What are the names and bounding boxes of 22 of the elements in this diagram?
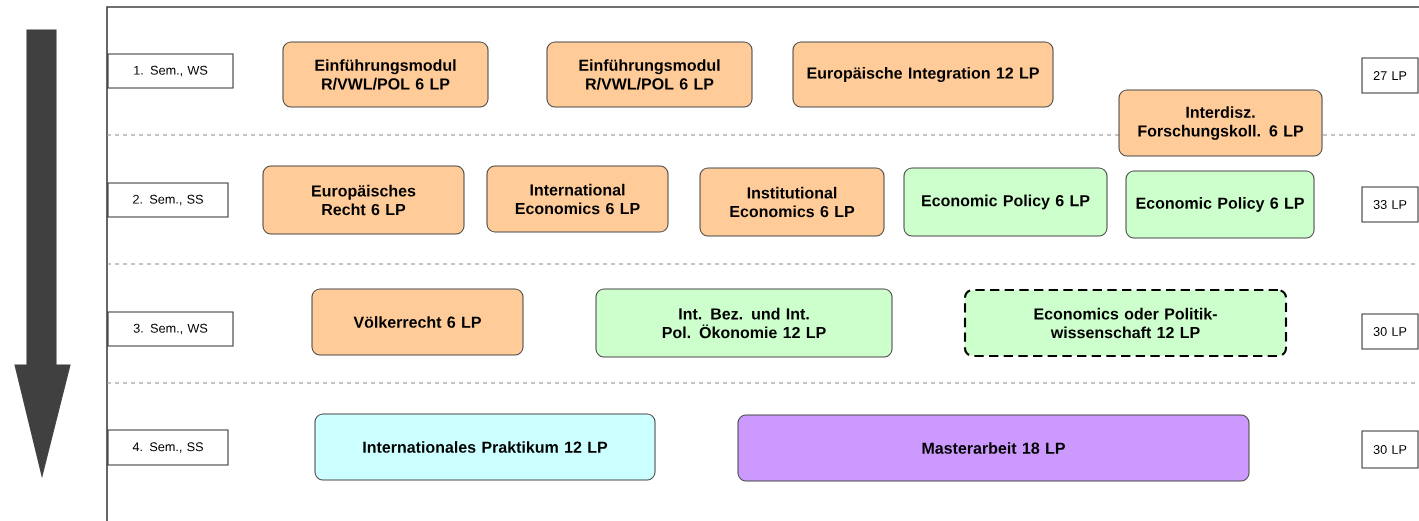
module-box: Einführungsmodul R/VWL/POL 6 LP <box>546 41 753 108</box>
credit-box: 30 LP <box>1361 313 1419 350</box>
module-box: Economics oder Politik-wissenschaft 12 LP <box>963 288 1288 358</box>
semester-label: 3. Sem., WS <box>107 311 234 347</box>
module-box: Masterarbeit 18 LP <box>737 414 1250 482</box>
module-box: Economic Policy 6 LP <box>903 167 1108 237</box>
semester-label: 1. Sem., WS <box>107 53 234 89</box>
module-box: Völkerrecht 6 LP <box>311 288 524 356</box>
module-box: Int. Bez. und Int. Pol. Ökonomie 12 LP <box>595 288 893 358</box>
module-box: Internationales Praktikum 12 LP <box>314 413 656 481</box>
semester-label: 2. Sem., SS <box>107 182 229 218</box>
semester-label: 4. Sem., SS <box>107 429 229 466</box>
module-box: International Economics 6 LP <box>486 165 669 233</box>
credit-box: 27 LP <box>1361 57 1419 94</box>
credit-box: 33 LP <box>1361 186 1419 223</box>
module-box: Institutional Economics 6 LP <box>699 167 885 237</box>
module-box: Europäische Integration 12 LP <box>792 41 1054 108</box>
module-box: Europäisches Recht 6 LP <box>262 165 465 235</box>
module-box: Economic Policy 6 LP <box>1125 170 1315 239</box>
module-box: Interdisz. Forschungskoll. 6 LP <box>1118 89 1323 157</box>
credit-box: 30 LP <box>1361 430 1419 469</box>
module-box: Einführungsmodul R/VWL/POL 6 LP <box>282 41 489 108</box>
